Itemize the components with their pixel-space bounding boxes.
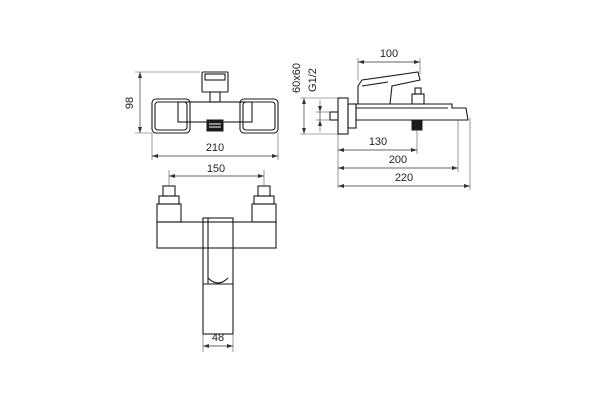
side-handle (357, 71, 421, 105)
front-handle-top (204, 73, 226, 81)
front-right-escutcheon (239, 98, 279, 134)
top-spout (202, 217, 234, 335)
dim-210: 210 (206, 142, 224, 154)
side-wall-flange (337, 97, 349, 135)
front-right-escutcheon-inner (242, 101, 276, 131)
dim-220: 220 (395, 172, 413, 184)
dim-g12: G1/2 (307, 68, 319, 92)
side-spout (355, 103, 469, 121)
top-body (156, 221, 277, 249)
front-diverter-knob (206, 119, 224, 132)
dim-200: 200 (389, 154, 407, 166)
dim-48: 48 (212, 332, 224, 344)
dim-130: 130 (369, 136, 387, 148)
top-left-connector (162, 185, 176, 197)
dim-60x60: 60x60 (291, 63, 303, 93)
front-handle-stem (209, 91, 221, 103)
side-view: 100 60x60 G1/2 130 200 22 (291, 48, 471, 190)
front-handle (201, 71, 229, 93)
side-connector (329, 111, 339, 121)
side-diverter (411, 119, 423, 131)
front-view: 98 210 (124, 71, 279, 160)
dim-100: 100 (380, 48, 398, 60)
front-left-escutcheon-inner (154, 101, 188, 131)
top-right-nut (251, 203, 277, 223)
side-top-knob (411, 93, 425, 105)
top-view: 150 48 (156, 163, 277, 352)
dim-150: 150 (207, 163, 225, 175)
top-right-connector (257, 185, 271, 197)
dim-98: 98 (124, 97, 136, 109)
front-left-escutcheon (151, 98, 191, 134)
top-left-nut (156, 203, 182, 223)
front-body-bar (177, 101, 253, 123)
side-flange-collar (347, 103, 357, 129)
